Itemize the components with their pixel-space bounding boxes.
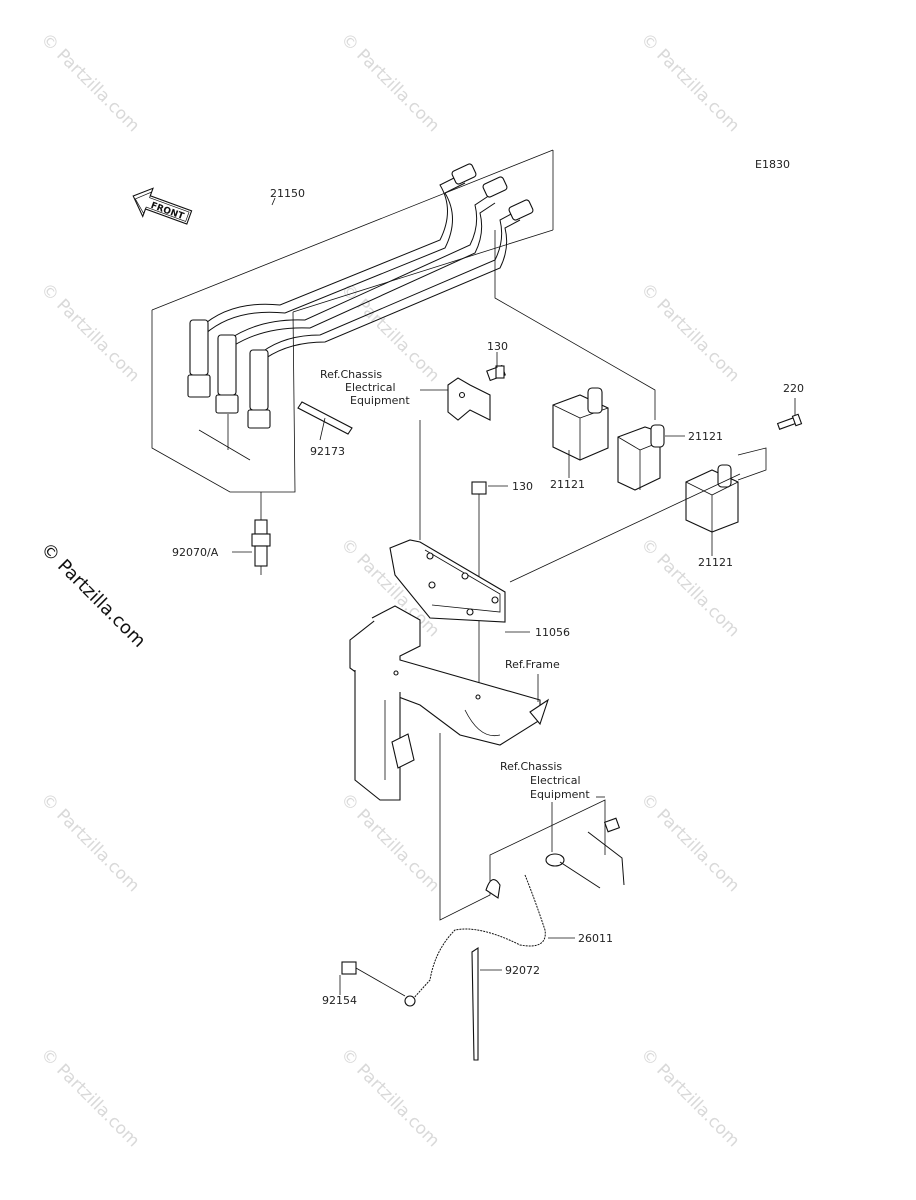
watermark: © Partzilla.com [336,29,443,136]
callout-21121-c: 21121 [698,556,733,569]
callout-21150: 21150 [270,187,305,200]
callout-21121-b: 21121 [688,430,723,443]
callout-130-top: 130 [487,340,508,353]
watermark-side: © Partzilla.com [36,539,149,652]
watermark: © Partzilla.com [36,29,143,136]
ignition-coil-c [685,464,739,556]
callout-92154: 92154 [322,994,357,1007]
callout-21121-a: 21121 [550,478,585,491]
ref-chassis-top-3: Equipment [350,394,410,407]
ref-chassis-bottom-3: Equipment [530,788,590,801]
spark-plug [251,519,271,575]
watermark: © Partzilla.com [36,1044,143,1151]
watermark: © Partzilla.com [336,1044,443,1151]
clip-92173 [297,401,353,441]
bolt-220 [776,398,803,430]
diagram-code: E1830 [755,158,790,171]
bolt-92154 [339,961,406,997]
ignition-cable-group [151,149,554,520]
callout-130-mid: 130 [512,480,533,493]
callout-11056: 11056 [535,626,570,639]
callout-92072: 92072 [505,964,540,977]
watermark: © Partzilla.com [36,789,143,896]
callout-26011: 26011 [578,932,613,945]
watermark: © Partzilla.com [636,29,743,136]
ref-chassis-top-1: Ref.Chassis [320,368,382,381]
callout-220: 220 [783,382,804,395]
ground-cable [404,733,625,1007]
watermark: © Partzilla.com [36,279,143,386]
watermark: © Partzilla.com [336,789,443,896]
watermark: © Partzilla.com [636,279,743,386]
ignition-coil-a [552,387,609,478]
ref-chassis-bottom-2: Electrical [530,774,581,787]
ref-frame: Ref.Frame [505,658,560,671]
coil-bracket-plate [389,539,530,633]
watermark: © Partzilla.com [636,789,743,896]
ref-chassis-bottom-1: Ref.Chassis [500,760,562,773]
callout-92070: 92070/A [172,546,219,559]
watermark: © Partzilla.com [636,1044,743,1151]
callout-92173: 92173 [310,445,345,458]
chassis-bracket [419,377,491,540]
front-arrow-icon: FRONT [132,187,193,225]
cable-tie-92072 [471,946,502,1061]
ref-chassis-top-2: Electrical [345,381,396,394]
watermark: © Partzilla.com [636,534,743,641]
frame-section [349,605,550,801]
bolt-130-top [486,352,506,382]
ignition-coil-b [617,424,685,491]
